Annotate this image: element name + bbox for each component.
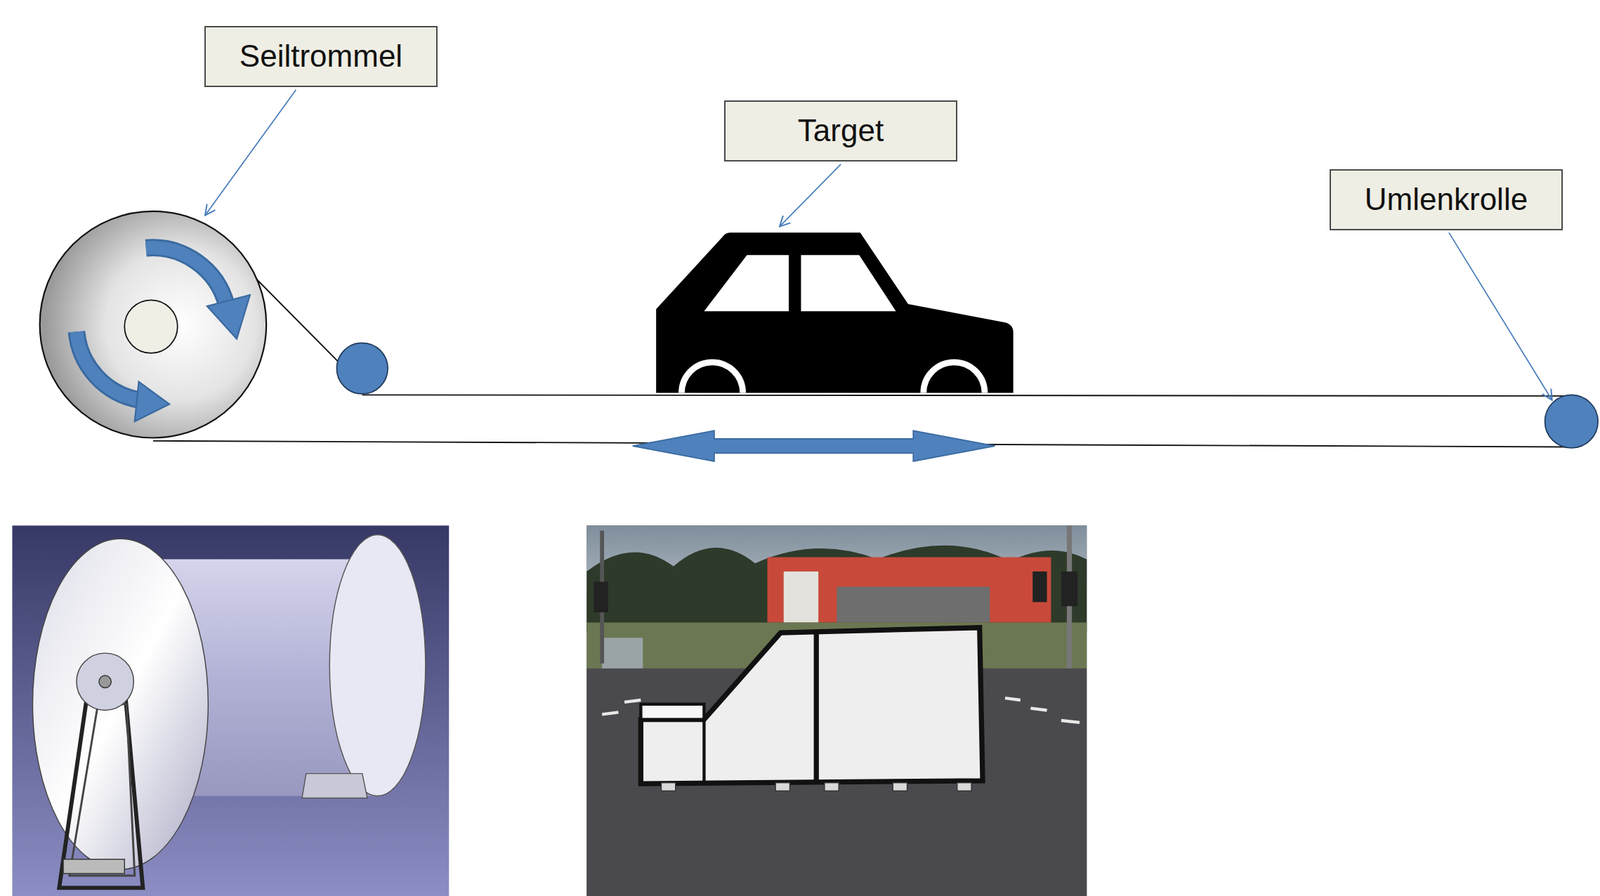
callout-box: Target (724, 100, 958, 162)
cable-drum (40, 211, 267, 439)
target-photo (586, 525, 1087, 896)
callout-label: Target (797, 113, 884, 149)
callout-box: Umlenkrolle (1329, 169, 1563, 231)
callout-label: Seiltrommel (239, 38, 403, 75)
drum-render (11, 525, 449, 896)
callout-box: Seiltrommel (204, 25, 438, 88)
motion-arrow (632, 430, 996, 462)
deflection-pulley (1545, 394, 1599, 449)
guide-pulley (336, 342, 388, 395)
leader-lines (205, 89, 1553, 401)
callout-label: Umlenkrolle (1364, 181, 1528, 218)
target-car (656, 232, 1013, 393)
